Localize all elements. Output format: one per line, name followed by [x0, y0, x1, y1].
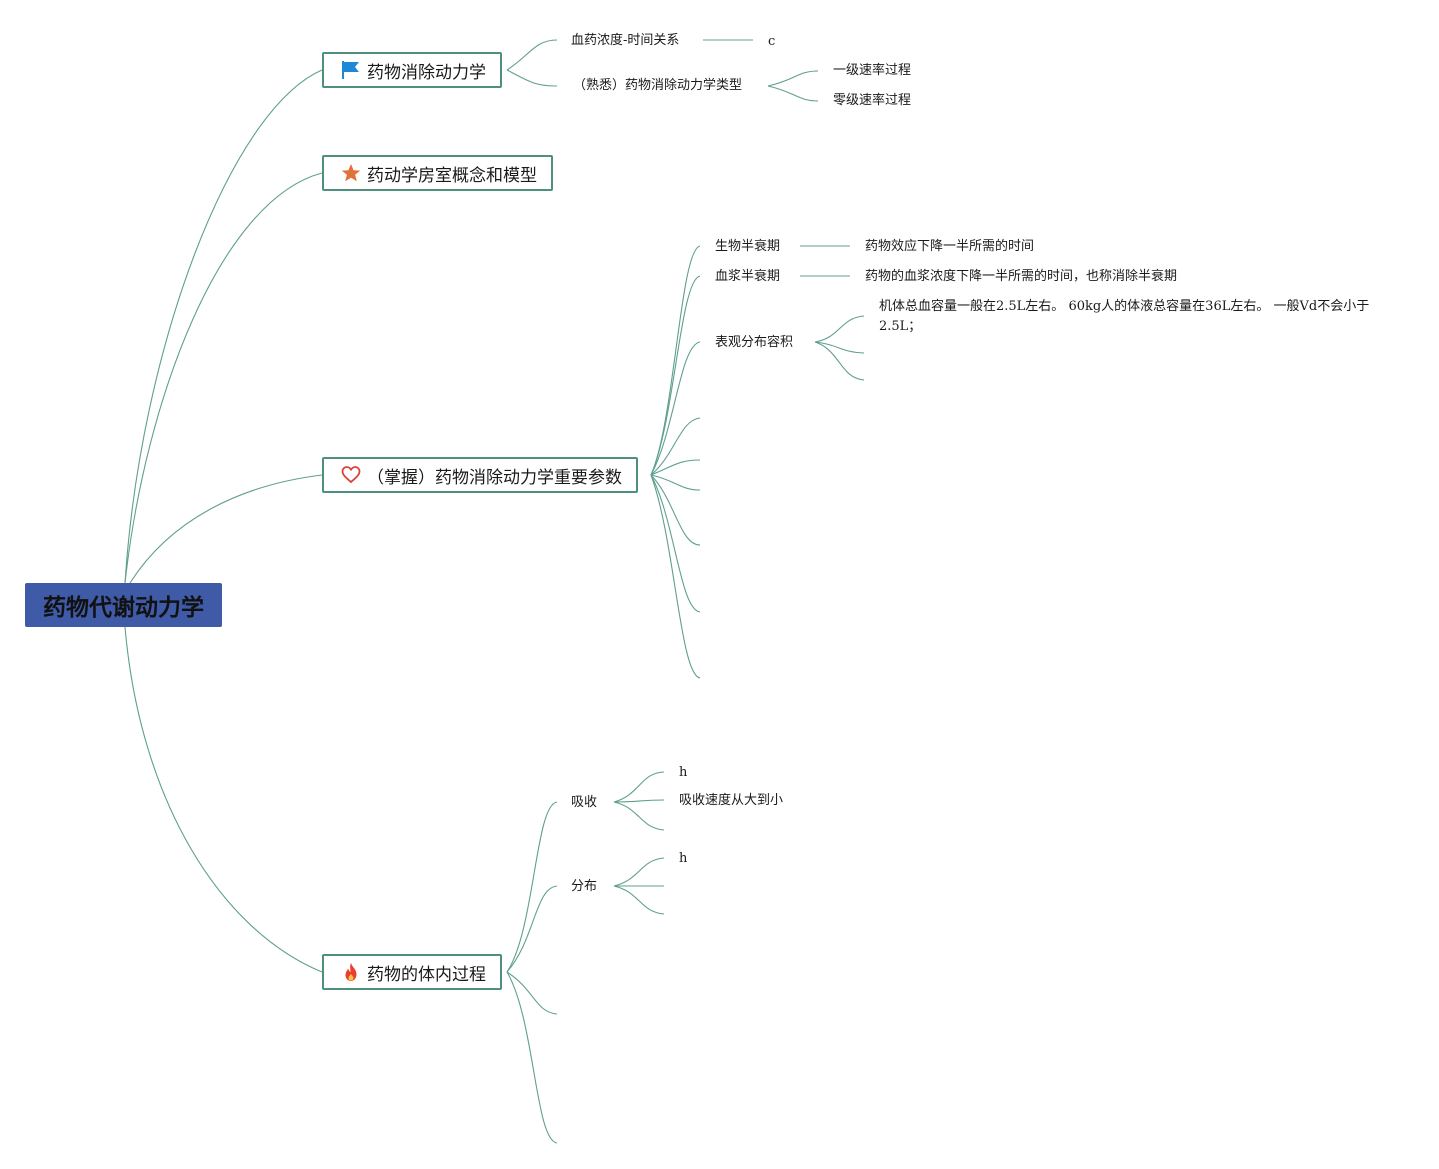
node-absorption-speed[interactable]: 吸收速度从大到小 [679, 793, 784, 808]
node-zero-order[interactable]: 零级速率过程 [833, 93, 912, 108]
node-distribution-h[interactable]: h [679, 851, 688, 866]
connector-t3-b4 [650, 417, 701, 476]
heart-icon [340, 464, 362, 486]
connector-t4-b3 [506, 971, 558, 1015]
connector-t1-types [506, 69, 558, 87]
node-biological-half-life-def[interactable]: 药物效应下降一半所需的时间 [865, 239, 1035, 254]
node-biological-half-life[interactable]: 生物半衰期 [715, 239, 781, 254]
node-elimination-types[interactable]: （熟悉）药物消除动力学类型 [573, 78, 743, 93]
connector-t3-vd [650, 341, 701, 476]
node-conc-time-relation[interactable]: 血药浓度-时间关系 [571, 33, 680, 48]
node-plasma-half-life[interactable]: 血浆半衰期 [715, 269, 781, 284]
connector-root-topic3 [129, 474, 323, 584]
root-topic[interactable]: 药物代谢动力学 [25, 583, 222, 627]
node-c[interactable]: c [768, 34, 776, 49]
connector-t3-b5 [650, 459, 701, 476]
node-volume-note[interactable]: 机体总血容量一般在2.5L左右。 60kg人的体液总容量在36L左右。 一般Vd… [879, 299, 1370, 334]
connector-t3-b6 [650, 474, 701, 491]
connector-t3-bio [650, 245, 701, 476]
connector-t3-b7 [650, 474, 701, 546]
connector-distrib-b3 [613, 885, 665, 915]
connector-root-topic1 [124, 69, 323, 584]
fire-icon [340, 961, 362, 983]
connector-types-first [767, 70, 819, 87]
root-topic-label: 药物代谢动力学 [43, 595, 204, 621]
connector-absorb-h [613, 771, 665, 803]
connector-t1-conc [506, 39, 558, 71]
connector-root-topic2 [124, 172, 323, 584]
node-distribution[interactable]: 分布 [571, 879, 598, 894]
connector-absorb-b3 [613, 801, 665, 831]
connector-vd-b3 [814, 341, 865, 381]
topic-in-vivo-process[interactable]: 药物的体内过程 [322, 954, 502, 990]
node-absorption-h[interactable]: h [679, 765, 688, 780]
topic-key-parameters[interactable]: （掌握）药物消除动力学重要参数 [322, 457, 638, 493]
connector-types-zero [767, 85, 819, 102]
connector-t4-b4 [506, 971, 558, 1144]
node-apparent-volume[interactable]: 表观分布容积 [715, 335, 794, 350]
topic-label: （掌握）药物消除动力学重要参数 [367, 467, 622, 488]
connector-vd-b2 [814, 341, 865, 354]
topic-label: 药物的体内过程 [367, 964, 486, 985]
flag-icon [340, 59, 362, 81]
connector-root-topic4 [124, 626, 323, 973]
node-first-order[interactable]: 一级速率过程 [833, 63, 912, 78]
star-icon [340, 162, 362, 184]
connector-t3-b8 [650, 474, 701, 613]
topic-elimination-kinetics[interactable]: 药物消除动力学 [322, 52, 502, 88]
connector-vd-note [814, 315, 865, 343]
topic-label: 药物消除动力学 [367, 62, 486, 83]
connector-absorb-speed [613, 799, 665, 803]
node-absorption[interactable]: 吸收 [571, 795, 598, 810]
connector-t3-plasma [650, 275, 701, 476]
connector-t4-distrib [506, 885, 558, 973]
topic-label: 药动学房室概念和模型 [367, 165, 537, 186]
connector-t4-absorb [506, 801, 558, 973]
node-plasma-half-life-def[interactable]: 药物的血浆浓度下降一半所需的时间，也称消除半衰期 [865, 269, 1178, 284]
connector-distrib-h [613, 857, 665, 887]
topic-compartment-model[interactable]: 药动学房室概念和模型 [322, 155, 553, 191]
connector-t3-b9 [650, 474, 701, 679]
